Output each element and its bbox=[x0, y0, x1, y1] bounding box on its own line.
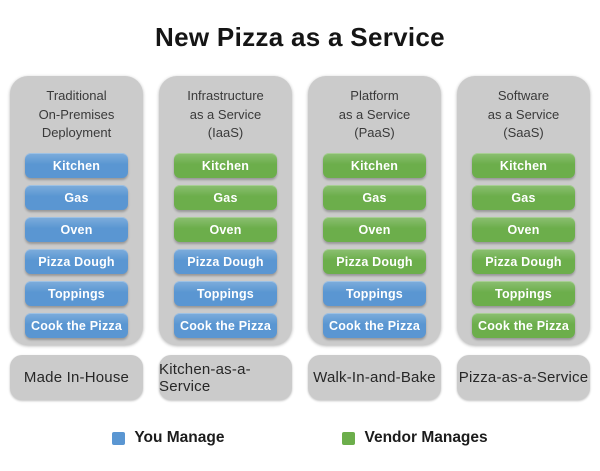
layer-stack: Kitchen Gas Oven Pizza Dough Toppings Co… bbox=[472, 153, 575, 338]
analogy-label-made-in-house: Made In-House bbox=[10, 355, 143, 400]
vendor-manages-swatch-icon bbox=[342, 431, 356, 445]
layer-toppings: Toppings bbox=[25, 281, 128, 306]
legend-label: You Manage bbox=[134, 429, 225, 446]
layer-gas: Gas bbox=[323, 185, 426, 210]
legend-label: Vendor Manages bbox=[364, 429, 488, 446]
analogy-label-kitchen-as-a-service: Kitchen-as-a-Service bbox=[159, 355, 292, 400]
column-on-premises: Traditional On-Premises Deployment Kitch… bbox=[10, 76, 143, 345]
legend: You Manage Vendor Manages bbox=[0, 429, 600, 447]
layer-gas: Gas bbox=[472, 185, 575, 210]
layer-pizza-dough: Pizza Dough bbox=[174, 249, 277, 274]
layer-oven: Oven bbox=[174, 217, 277, 242]
layer-stack: Kitchen Gas Oven Pizza Dough Toppings Co… bbox=[25, 153, 128, 338]
layer-gas: Gas bbox=[174, 185, 277, 210]
layer-pizza-dough: Pizza Dough bbox=[472, 249, 575, 274]
column-paas: Platform as a Service (PaaS) Kitchen Gas… bbox=[308, 76, 441, 345]
analogy-labels-row: Made In-House Kitchen-as-a-Service Walk-… bbox=[0, 355, 600, 400]
layer-kitchen: Kitchen bbox=[323, 153, 426, 178]
layer-kitchen: Kitchen bbox=[174, 153, 277, 178]
layer-oven: Oven bbox=[323, 217, 426, 242]
layer-pizza-dough: Pizza Dough bbox=[323, 249, 426, 274]
layer-pizza-dough: Pizza Dough bbox=[25, 249, 128, 274]
analogy-label-walk-in-and-bake: Walk-In-and-Bake bbox=[308, 355, 441, 400]
analogy-label-pizza-as-a-service: Pizza-as-a-Service bbox=[457, 355, 590, 400]
service-model-columns: Traditional On-Premises Deployment Kitch… bbox=[0, 76, 600, 345]
layer-gas: Gas bbox=[25, 185, 128, 210]
layer-stack: Kitchen Gas Oven Pizza Dough Toppings Co… bbox=[174, 153, 277, 338]
column-iaas: Infrastructure as a Service (IaaS) Kitch… bbox=[159, 76, 292, 345]
layer-cook-the-pizza: Cook the Pizza bbox=[25, 313, 128, 338]
layer-kitchen: Kitchen bbox=[25, 153, 128, 178]
column-heading: Platform as a Service (PaaS) bbox=[338, 88, 411, 140]
page-title: New Pizza as a Service bbox=[155, 22, 445, 52]
layer-cook-the-pizza: Cook the Pizza bbox=[323, 313, 426, 338]
layer-cook-the-pizza: Cook the Pizza bbox=[472, 313, 575, 338]
column-heading: Software as a Service (SaaS) bbox=[487, 88, 560, 140]
layer-cook-the-pizza: Cook the Pizza bbox=[174, 313, 277, 338]
layer-toppings: Toppings bbox=[472, 281, 575, 306]
layer-kitchen: Kitchen bbox=[472, 153, 575, 178]
column-heading: Traditional On-Premises Deployment bbox=[38, 88, 115, 140]
layer-stack: Kitchen Gas Oven Pizza Dough Toppings Co… bbox=[323, 153, 426, 338]
layer-oven: Oven bbox=[25, 217, 128, 242]
layer-toppings: Toppings bbox=[174, 281, 277, 306]
column-saas: Software as a Service (SaaS) Kitchen Gas… bbox=[457, 76, 590, 345]
layer-toppings: Toppings bbox=[323, 281, 426, 306]
you-manage-swatch-icon bbox=[112, 431, 126, 445]
layer-oven: Oven bbox=[472, 217, 575, 242]
legend-entry-you-manage: You Manage bbox=[112, 429, 224, 447]
legend-entry-vendor-manages: Vendor Manages bbox=[342, 429, 488, 447]
column-heading: Infrastructure as a Service (IaaS) bbox=[187, 88, 264, 140]
